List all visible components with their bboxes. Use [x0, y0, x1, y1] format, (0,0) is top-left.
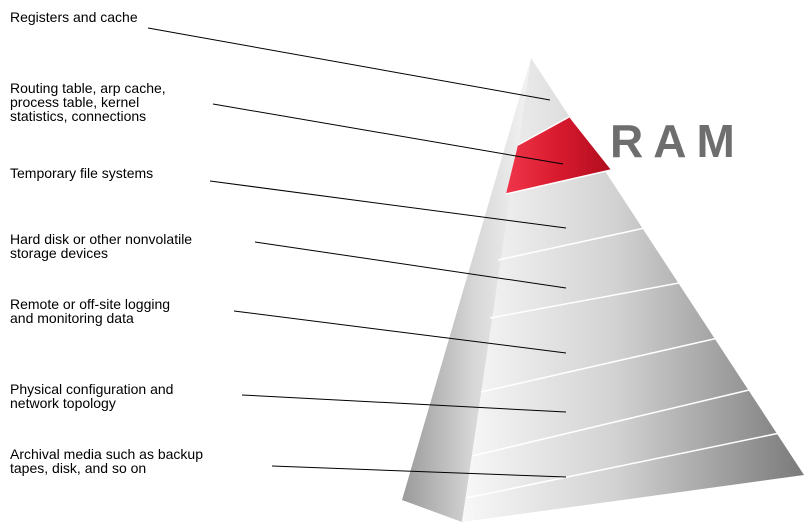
- leader-line-remote-logging: [233, 310, 567, 354]
- leader-line-registers: [147, 27, 551, 101]
- level-label-hard-disk: Hard disk or other nonvolatile storage d…: [10, 231, 193, 261]
- leader-lines: [147, 27, 567, 478]
- pyramid-left-face: [402, 58, 531, 522]
- level-label-physical-config: Physical configuration and network topol…: [10, 381, 174, 411]
- ram-label: RAM: [610, 115, 745, 167]
- leader-line-physical-config: [241, 394, 567, 413]
- leader-line-temp-fs: [209, 180, 567, 229]
- band-separators: [465, 116, 804, 499]
- leader-line-archival: [271, 465, 567, 478]
- leader-line-ram: [212, 103, 564, 165]
- level-label-temp-fs: Temporary file systems: [10, 165, 154, 181]
- leader-line-hard-disk: [254, 241, 567, 289]
- ram-band: [506, 117, 611, 194]
- level-label-remote-logging: Remote or off-site logging and monitorin…: [10, 296, 171, 326]
- level-label-ram-contents: Routing table, arp cache, process table,…: [10, 80, 166, 124]
- level-label-registers: Registers and cache: [10, 9, 138, 25]
- level-label-archival: Archival media such as backup tapes, dis…: [10, 446, 203, 476]
